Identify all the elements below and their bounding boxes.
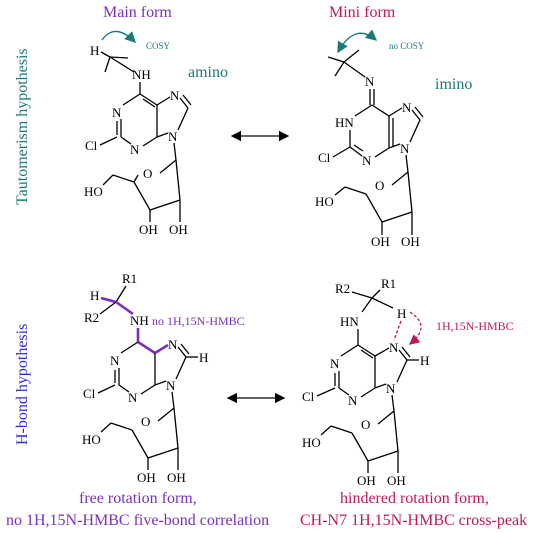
atom-Cl-r: Cl xyxy=(318,150,331,165)
atom-N9-r: N xyxy=(400,141,410,156)
atom-OH-r2: OH xyxy=(401,234,420,249)
no-hmbc-label: no 1H,15N-HMBC xyxy=(152,314,245,328)
hmbc-label: 1H,15N-HMBC xyxy=(436,319,514,333)
hindered-rotation-structure: R1 R2 H HN N N Cl N H N O xyxy=(302,276,429,488)
atom-OH-r3: OH xyxy=(357,473,376,488)
imino-label: imino xyxy=(435,76,472,93)
atom-R2: R2 xyxy=(84,310,99,325)
imino-structure: N HN N Cl N N O HO OH OH xyxy=(315,49,424,249)
atom-N3-r2: N xyxy=(348,393,358,408)
mini-form-title: Mini form xyxy=(329,4,396,21)
atom-N3: N xyxy=(130,142,140,157)
atom-N-imine: N xyxy=(365,74,375,89)
atom-HO-b: HO xyxy=(82,432,101,447)
atom-O-r2: O xyxy=(361,417,370,432)
atom-N7-b: N xyxy=(168,337,178,352)
right-caption-line1: hindered rotation form, xyxy=(340,490,489,507)
atom-HN-r: HN xyxy=(340,314,359,329)
atom-NH: NH xyxy=(132,67,151,82)
atom-O-r: O xyxy=(375,178,384,193)
atom-H: H xyxy=(90,43,99,58)
atom-Cl-b: Cl xyxy=(83,386,96,401)
atom-Cl: Cl xyxy=(85,138,98,153)
atom-N7-r2: N xyxy=(389,340,399,355)
hmbc-arrow xyxy=(408,311,422,345)
atom-N3-b: N xyxy=(128,390,138,405)
atom-R1: R1 xyxy=(122,271,137,286)
atom-H8-b: H xyxy=(199,350,208,365)
atom-OH-r1: OH xyxy=(371,234,390,249)
no-cosy-arrow xyxy=(337,29,378,54)
atom-HO-r2: HO xyxy=(302,435,321,450)
atom-O-b: O xyxy=(141,414,150,429)
atom-R1-r: R1 xyxy=(381,276,396,291)
free-rotation-structure: R1 H R2 NH N N Cl N H N O xyxy=(82,271,208,485)
atom-N1-b: N xyxy=(110,353,120,368)
atom-N3-r: N xyxy=(362,153,372,168)
atom-N9-r2: N xyxy=(386,381,396,396)
atom-N7: N xyxy=(170,88,180,103)
atom-H-b: H xyxy=(90,288,99,303)
atom-HN: HN xyxy=(335,115,354,130)
no-cosy-label: no COSY xyxy=(389,41,425,51)
atom-OH-b1: OH xyxy=(137,470,156,485)
amino-label: amino xyxy=(188,64,228,81)
atom-N1-r2: N xyxy=(330,356,340,371)
atom-O: O xyxy=(143,166,152,181)
atom-N7-r: N xyxy=(402,100,412,115)
right-caption-line2: CH-N7 1H,15N-HMBC cross-peak xyxy=(300,512,527,529)
atom-R2-r: R2 xyxy=(335,281,350,296)
atom-OH-left: OH xyxy=(139,222,158,237)
atom-N9-b: N xyxy=(166,378,176,393)
atom-NH-b: NH xyxy=(130,313,149,328)
atom-H8-r: H xyxy=(420,353,429,368)
atom-OH-r4: OH xyxy=(387,473,406,488)
atom-N1: N xyxy=(112,105,122,120)
h-bond-dash xyxy=(393,320,402,341)
atom-N9: N xyxy=(168,129,178,144)
left-caption-line2: no 1H,15N-HMBC five-bond correlation xyxy=(6,512,269,529)
atom-Cl-r2: Cl xyxy=(302,389,315,404)
amino-structure: H NH N N Cl N N O xyxy=(84,43,192,237)
atom-H-r: H xyxy=(397,306,406,321)
cosy-label: COSY xyxy=(146,41,171,51)
atom-HO-r: HO xyxy=(315,194,334,209)
side-label-tautomerism: Tautomerism hypothesis xyxy=(14,48,31,205)
atom-OH-b2: OH xyxy=(167,470,186,485)
side-label-hbond: H-bond hypothesis xyxy=(14,324,31,445)
atom-HO: HO xyxy=(84,184,103,199)
main-form-title: Main form xyxy=(103,4,172,21)
cosy-arrow xyxy=(101,30,136,43)
atom-OH-right: OH xyxy=(169,222,188,237)
left-caption-line1: free rotation form, xyxy=(79,490,197,507)
